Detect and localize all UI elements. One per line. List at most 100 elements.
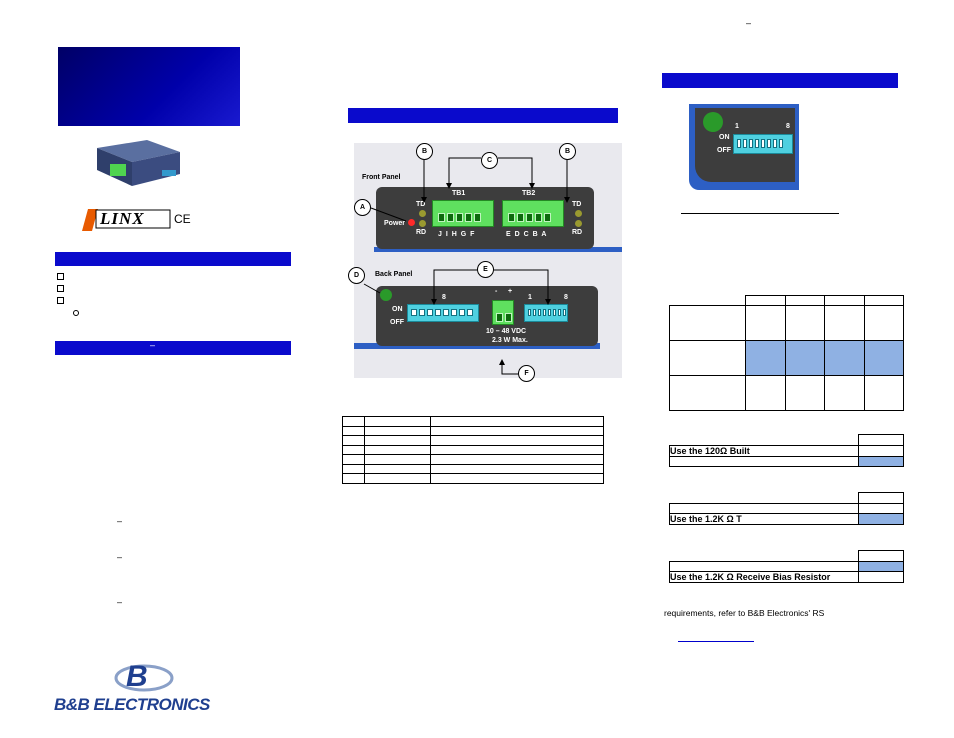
settings-grid — [669, 295, 904, 411]
table-row — [669, 305, 904, 341]
dip-toggle[interactable] — [553, 309, 556, 316]
dip-toggle[interactable] — [427, 309, 433, 316]
dip-toggle[interactable] — [773, 139, 777, 148]
dip-toggle[interactable] — [767, 139, 771, 148]
dip-toggle[interactable] — [737, 139, 741, 148]
heading-dash: – — [150, 340, 156, 350]
td-led-left — [419, 210, 426, 217]
checkbox-3 — [57, 297, 64, 304]
tb1-terminal — [432, 200, 494, 227]
watts-label: 2.3 W Max. — [492, 337, 528, 344]
tb2-terminal — [502, 200, 564, 227]
front-panel: Power TD RD TB1 J I H G F TB2 E D C B A … — [376, 187, 594, 249]
linx-badge: LINX CE — [82, 203, 212, 233]
front-panel-label: Front Panel — [362, 174, 401, 181]
reference-link[interactable] — [678, 641, 754, 642]
dip-toggle[interactable] — [548, 309, 551, 316]
dip-toggle[interactable] — [419, 309, 425, 316]
callout-f: F — [518, 365, 535, 382]
option-table-2: Use the 1.2K Ω T — [669, 492, 904, 525]
linx-text: LINX — [100, 209, 145, 228]
dip-toggle[interactable] — [538, 309, 541, 316]
dip-switch-2[interactable] — [524, 304, 568, 322]
ce-mark: CE — [174, 212, 191, 226]
table-row — [342, 425, 604, 436]
footer-text: requirements, refer to B&B Electronics' … — [664, 608, 825, 618]
dash-3: – — [117, 597, 123, 607]
table-row — [342, 416, 604, 427]
callout-d: D — [348, 267, 365, 284]
dash-2: – — [117, 552, 123, 562]
rd-led-left — [419, 220, 426, 227]
td-label-left: TD — [416, 201, 426, 208]
option-label-1: Use the 120Ω Built — [669, 445, 859, 457]
dip-toggle[interactable] — [543, 309, 546, 316]
callout-b-right: B — [559, 143, 576, 160]
dip-toggle[interactable] — [467, 309, 473, 316]
dip-toggle[interactable] — [761, 139, 765, 148]
bb-logo-text: B&B ELECTRONICS — [54, 695, 210, 714]
dip-heading-bar — [662, 73, 898, 88]
section-heading-bar — [55, 341, 291, 355]
dip-switch-closeup[interactable] — [733, 134, 793, 154]
bb-logo: B B&B ELECTRONICS — [54, 660, 266, 720]
table-row — [342, 435, 604, 446]
table-row — [342, 473, 604, 484]
power-label: Power — [384, 220, 406, 227]
green-button — [380, 289, 392, 301]
callout-a: A — [354, 199, 371, 216]
table-row — [342, 444, 604, 455]
dip-toggle[interactable] — [443, 309, 449, 316]
checkbox-1 — [57, 273, 64, 280]
option-table-1: Use the 120Ω Built — [669, 434, 904, 467]
dip-toggle[interactable] — [749, 139, 753, 148]
voltage-label: 10 – 48 VDC — [486, 328, 527, 335]
table-row — [342, 454, 604, 465]
dip-toggle[interactable] — [435, 309, 441, 316]
option-label-2: Use the 1.2K Ω T — [669, 513, 859, 525]
underline-link — [681, 213, 839, 214]
connections-table — [342, 416, 604, 484]
back-panel-label: Back Panel — [375, 271, 413, 278]
dip-toggle[interactable] — [743, 139, 747, 148]
option-label-3: Use the 1.2K Ω Receive Bias Resistor — [669, 571, 859, 583]
title-block — [58, 47, 240, 126]
rd-label-left: RD — [416, 229, 427, 236]
table-row — [342, 463, 604, 474]
dip-toggle[interactable] — [411, 309, 417, 316]
dip-toggle[interactable] — [558, 309, 561, 316]
dip-toggle[interactable] — [528, 309, 531, 316]
dip-toggle[interactable] — [755, 139, 759, 148]
dip-toggle[interactable] — [563, 309, 566, 316]
callout-c: C — [481, 152, 498, 169]
dip-toggle[interactable] — [459, 309, 465, 316]
tb1-label: TB1 — [452, 190, 466, 197]
table-row — [669, 375, 904, 411]
power-terminal — [492, 300, 514, 325]
product-photo — [92, 138, 182, 190]
panels-heading-bar — [348, 108, 618, 123]
tb1-pins: J I H G F — [438, 231, 475, 238]
callout-b-left: B — [416, 143, 433, 160]
dip-switch-1[interactable] — [407, 304, 479, 322]
td-label-right: TD — [572, 201, 582, 208]
features-heading-bar — [55, 252, 291, 266]
dip-toggle[interactable] — [779, 139, 783, 148]
top-dash: – — [746, 18, 752, 28]
device-panels-figure: Front Panel Power TD RD TB1 J I H G F TB… — [348, 143, 622, 382]
tb2-pins: E D C B A — [506, 231, 547, 238]
table-row — [670, 295, 904, 306]
sub-bullet-circle — [73, 310, 79, 316]
dip-toggle[interactable] — [451, 309, 457, 316]
callout-lines — [363, 157, 570, 375]
td-led-right — [575, 210, 582, 217]
rd-led-right — [575, 220, 582, 227]
dip-toggle[interactable] — [533, 309, 536, 316]
table-row — [669, 340, 904, 376]
rd-label-right: RD — [572, 229, 583, 236]
callout-e: E — [477, 261, 494, 278]
option-table-3: Use the 1.2K Ω Receive Bias Resistor — [669, 550, 904, 583]
back-panel: 1 8 ON OFF - + 10 – 48 VDC 2.3 W Max. 1 … — [376, 286, 598, 346]
bb-logo-mark: B — [126, 660, 148, 693]
checkbox-2 — [57, 285, 64, 292]
